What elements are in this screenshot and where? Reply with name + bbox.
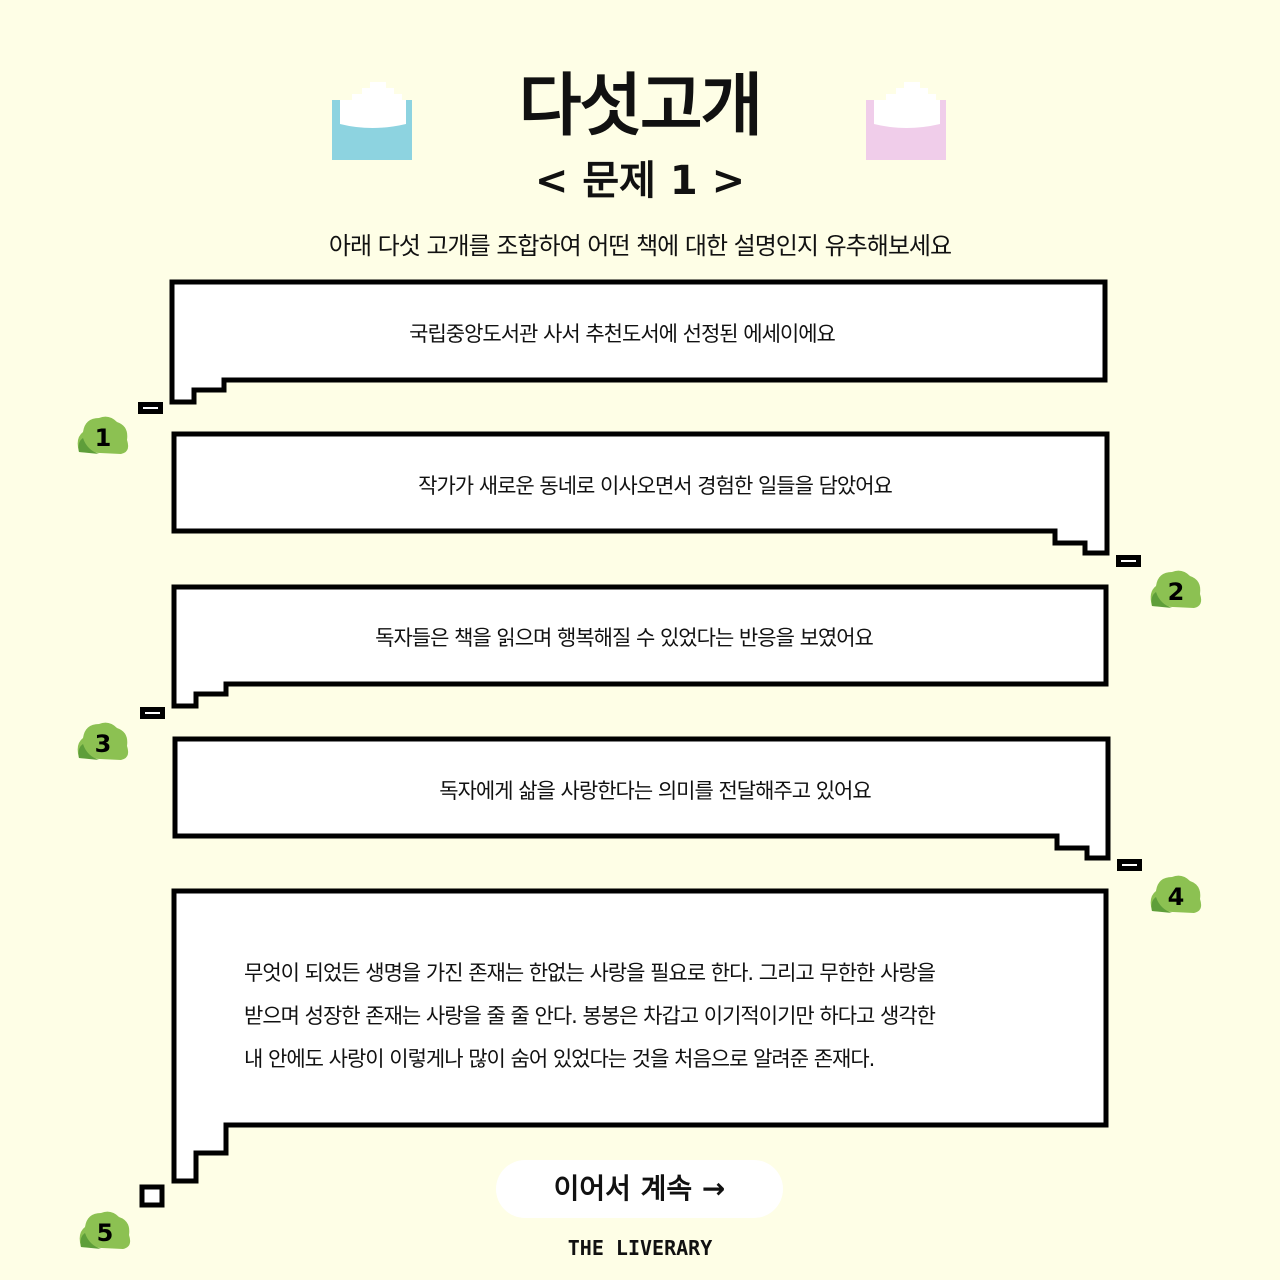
hint-4-text: 독자에게 삶을 사랑한다는 의미를 전달해주고 있어요: [439, 779, 871, 803]
svg-text:3: 3: [95, 730, 112, 758]
bubble-4-outline: [172, 736, 1111, 861]
bubble-5-outline: [171, 888, 1109, 1184]
bush-badge-3: 3: [77, 722, 129, 760]
svg-text:2: 2: [1168, 578, 1185, 606]
svg-text:1: 1: [95, 424, 112, 452]
hint-5-line: 무엇이 되었든 생명을 가진 존재는 한없는 사랑을 필요로 한다. 그리고 무…: [244, 961, 936, 985]
hint-5-line: 내 안에도 사랑이 이렇게나 많이 숨어 있었다는 것을 처음으로 알려준 존재…: [244, 1047, 875, 1071]
bush-badge-1: 1: [77, 416, 129, 454]
hint-5-line: 받으며 성장한 존재는 사랑을 줄 줄 안다. 봉봉은 차갑고 이기적이기만 하…: [244, 1004, 936, 1028]
continue-button[interactable]: 이어서 계속 →: [496, 1160, 783, 1218]
instruction-text: 아래 다섯 고개를 조합하여 어떤 책에 대한 설명인지 유추해보세요: [328, 232, 952, 260]
hint-5-text: 무엇이 되었든 생명을 가진 존재는 한없는 사랑을 필요로 한다. 그리고 무…: [244, 952, 1064, 1081]
hint-2-text: 작가가 새로운 동네로 이사오면서 경험한 일들을 담았어요: [418, 474, 893, 498]
bubble-2-outline: [171, 431, 1110, 556]
bush-badge-2: 2: [1150, 570, 1202, 608]
bush-badge-4: 4: [1150, 875, 1202, 913]
bush-badge-5: 5: [79, 1211, 131, 1249]
envelope-blue-icon: [332, 82, 412, 160]
bubble-3-outline: [171, 584, 1109, 709]
brand-footer: THE LIVERARY: [567, 1236, 713, 1260]
bubble-1-outline: [169, 279, 1108, 405]
hint-3-text: 독자들은 책을 읽으며 행복해질 수 있었다는 반응을 보였어요: [375, 626, 874, 650]
page-title: 다섯고개: [518, 67, 763, 146]
hint-1-text: 국립중앙도서관 사서 추천도서에 선정된 에세이에요: [409, 322, 836, 346]
square-mark: [139, 1184, 165, 1208]
envelope-pink-icon: [866, 82, 946, 160]
svg-text:5: 5: [97, 1219, 114, 1247]
svg-text:4: 4: [1168, 883, 1185, 911]
question-number: < 문제 1 >: [534, 158, 746, 204]
